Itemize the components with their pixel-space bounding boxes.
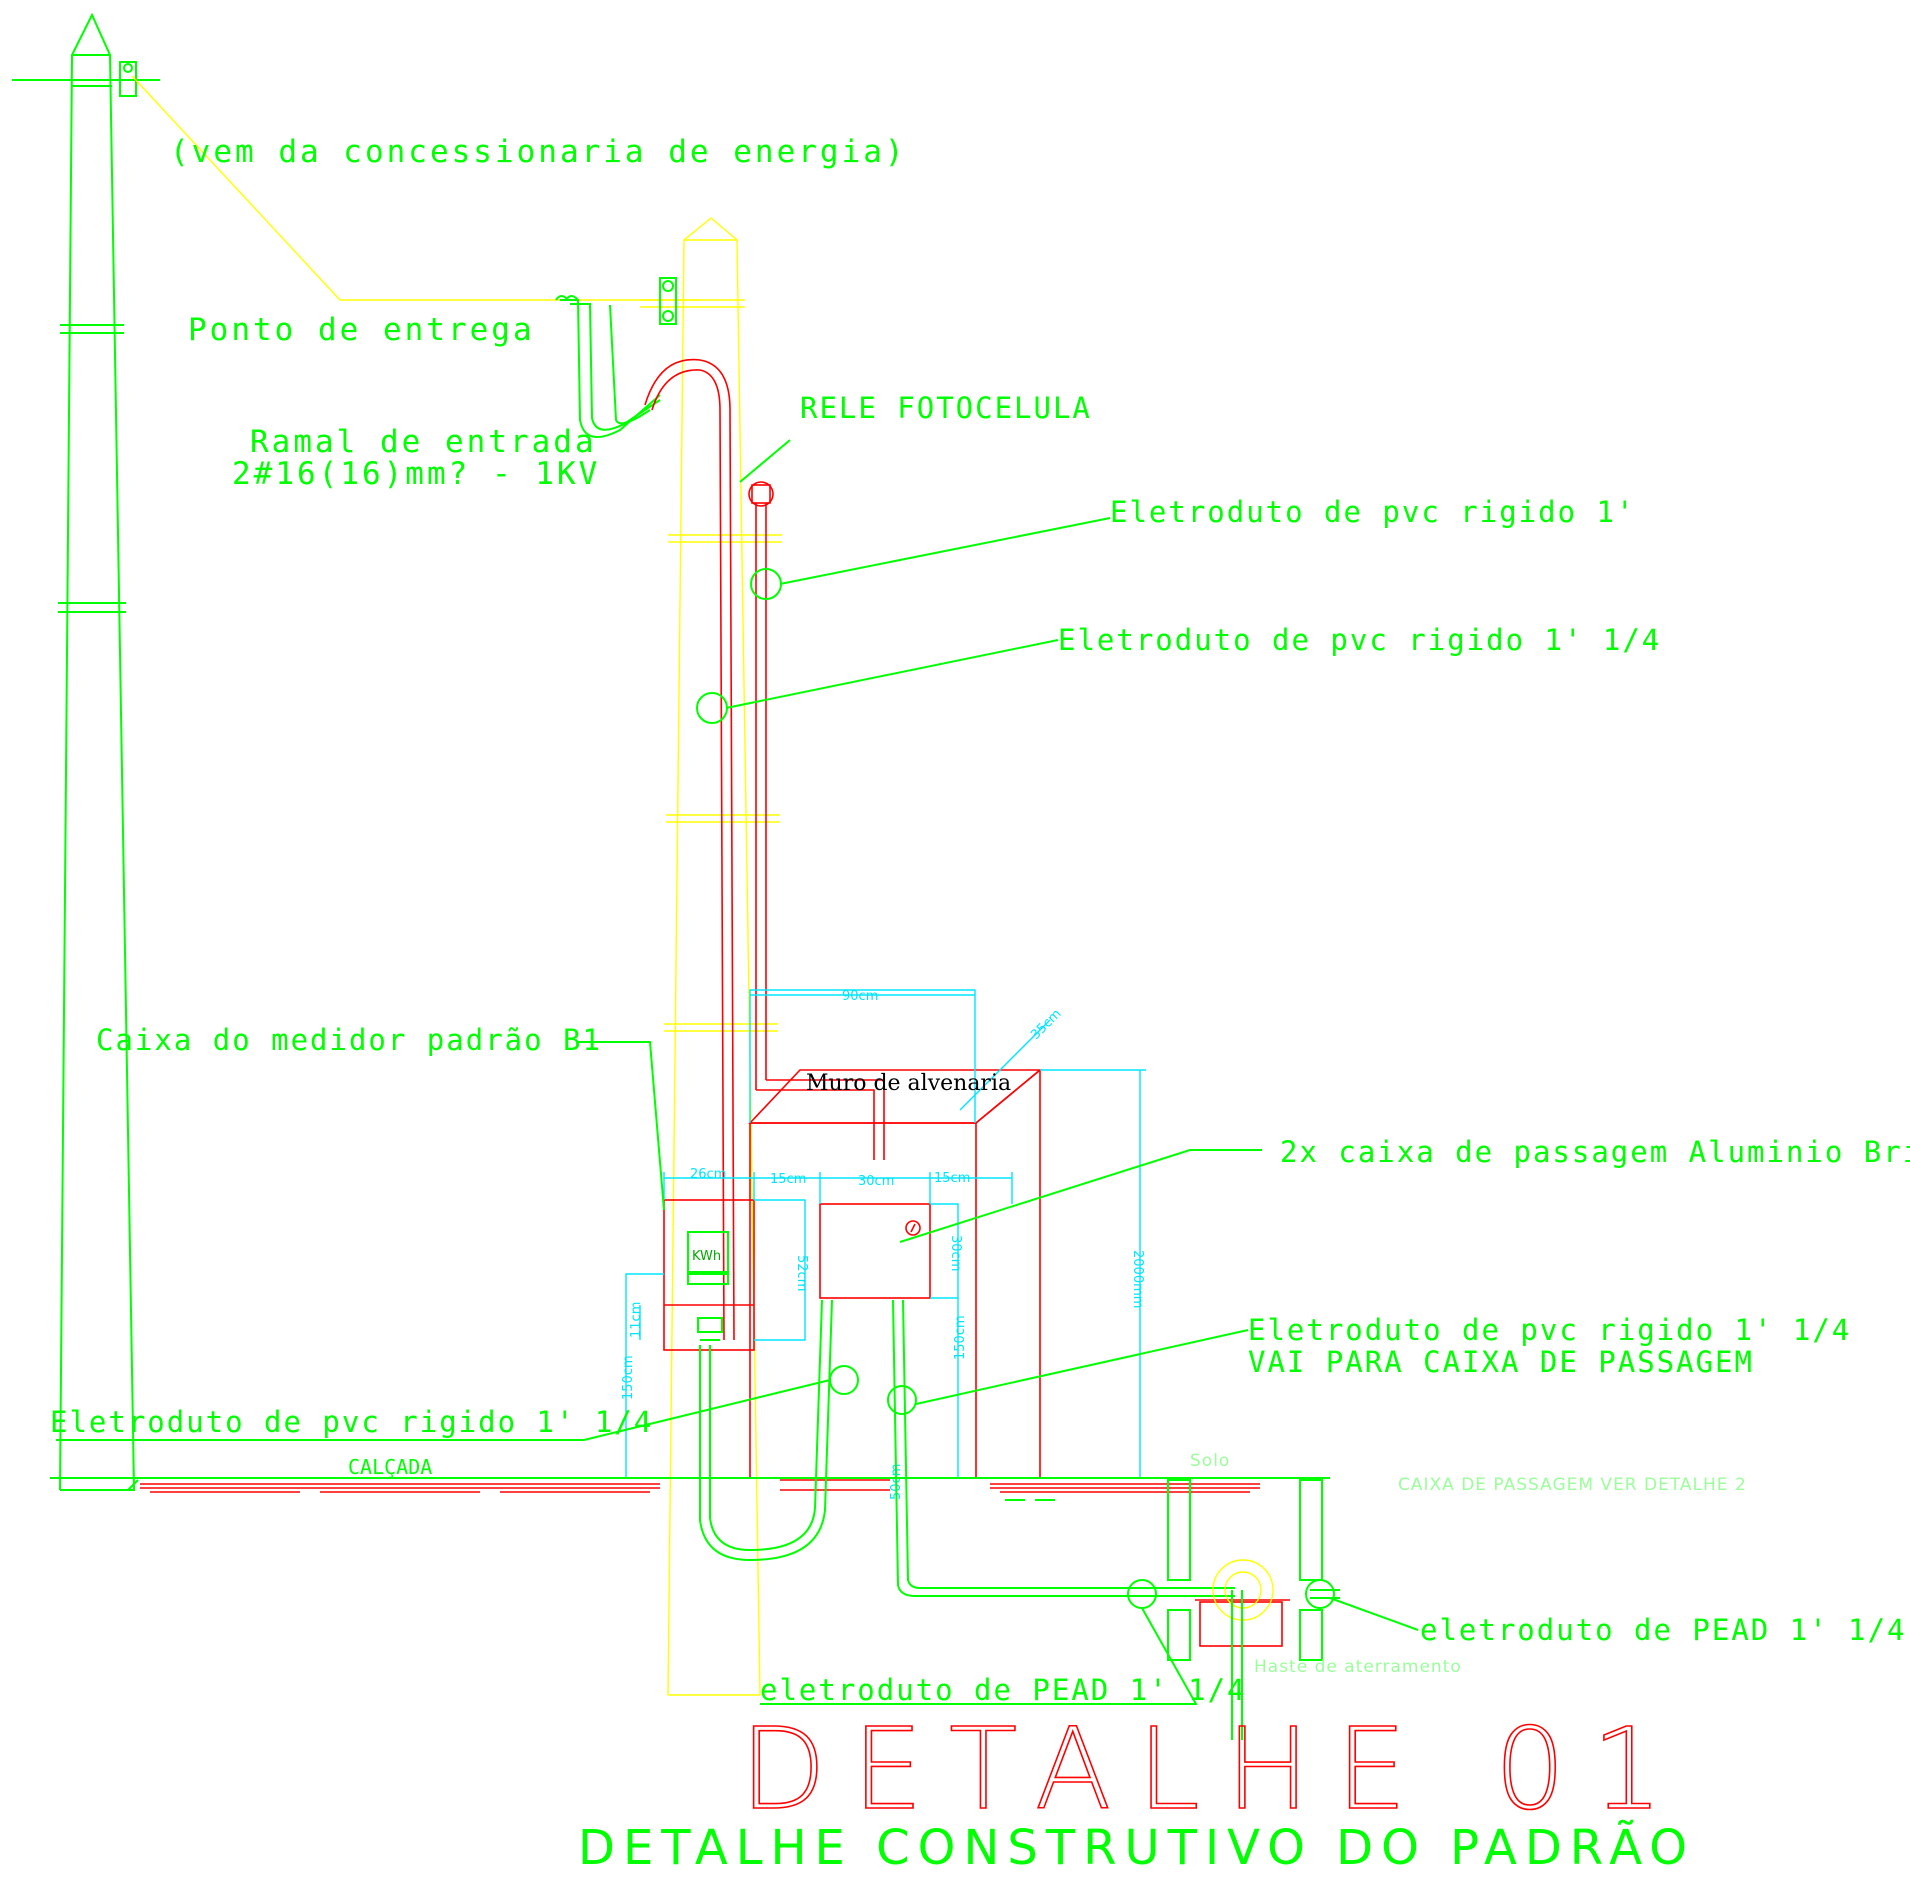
dimension-lines (625, 989, 1146, 1479)
dim-30cm-v: 30cm (948, 1235, 963, 1271)
label-eletroduto-vai-2: VAI PARA CAIXA DE PASSAGEM (1248, 1345, 1754, 1379)
underground-conduits (699, 1299, 1340, 1599)
dim-26cm: 26cm (690, 1167, 726, 1182)
dim-2000mm: 2000mm (1130, 1250, 1145, 1308)
label-eletroduto-vai-1: Eletroduto de pvc rigido 1' 1/4 (1248, 1313, 1851, 1347)
label-ramal-entrada-1: Ramal de entrada (250, 424, 597, 460)
dim-90cm: 90cm (842, 989, 878, 1004)
label-caixa-passagem-aluminio: 2x caixa de passagem Aluminio Brindada (1280, 1135, 1910, 1169)
concessionaire-pole (12, 12, 160, 1491)
label-muro: Muro de alvenaria (806, 1071, 1011, 1096)
dim-30cm-h: 30cm (858, 1174, 894, 1189)
label-caixa-medidor: Caixa do medidor padrão B1 (96, 1023, 602, 1057)
ramal-entrada-cable (555, 295, 661, 439)
label-vem-concessionaria: (vem da concessionaria de energia) (170, 134, 907, 170)
dim-11cm: 11cm (629, 1302, 644, 1338)
label-eletroduto-1-1-4: Eletroduto de pvc rigido 1' 1/4 (1058, 623, 1661, 657)
dim-15cm-b: 15cm (934, 1171, 970, 1186)
ground-passage-box (1160, 1477, 1330, 1740)
label-ramal-entrada-2: 2#16(16)mm? - 1KV (232, 456, 600, 492)
dim-150cm-a: 150cm (621, 1355, 636, 1400)
leader-lines (56, 439, 1419, 1705)
label-caixa-passagem-detalhe: CAIXA DE PASSAGEM VER DETALHE 2 (1398, 1475, 1747, 1495)
dim-52cm: 52cm (794, 1255, 809, 1291)
dim-35cm: 35cm (1028, 1007, 1064, 1043)
ground-line (50, 1477, 1320, 1501)
label-rele-fotocelula: RELE FOTOCELULA (800, 391, 1092, 425)
dim-15cm-a: 15cm (770, 1172, 806, 1187)
pole-conduit-1-1-4 (644, 358, 735, 1341)
label-eletroduto-1: Eletroduto de pvc rigido 1' (1110, 495, 1635, 529)
conduit-markers (696, 568, 1335, 1609)
label-pead-bottom: eletroduto de PEAD 1' 1/4 (760, 1673, 1247, 1707)
title-sub: DETALHE CONSTRUTIVO DO PADRÃO (578, 1820, 1695, 1876)
dim-150cm-b: 150cm (953, 1315, 968, 1360)
label-ponto-entrega: Ponto de entrega (188, 312, 535, 348)
service-drop-line (131, 75, 700, 301)
title-main: DETALHE 01 (740, 1705, 1689, 1835)
photocell-conduit (748, 481, 885, 1160)
kwh-label: KWh (692, 1249, 721, 1264)
label-pead-right: eletroduto de PEAD 1' 1/4 (1420, 1613, 1907, 1647)
label-haste: Haste de aterramento (1254, 1657, 1462, 1677)
consumer-pole (640, 217, 782, 1696)
label-solo: Solo (1190, 1451, 1230, 1471)
label-calcada: CALÇADA (348, 1455, 432, 1479)
insulator-icon (659, 277, 677, 325)
meter-box (663, 1199, 755, 1351)
label-eletroduto-left: Eletroduto de pvc rigido 1' 1/4 (50, 1405, 653, 1439)
passage-box (819, 1203, 931, 1299)
